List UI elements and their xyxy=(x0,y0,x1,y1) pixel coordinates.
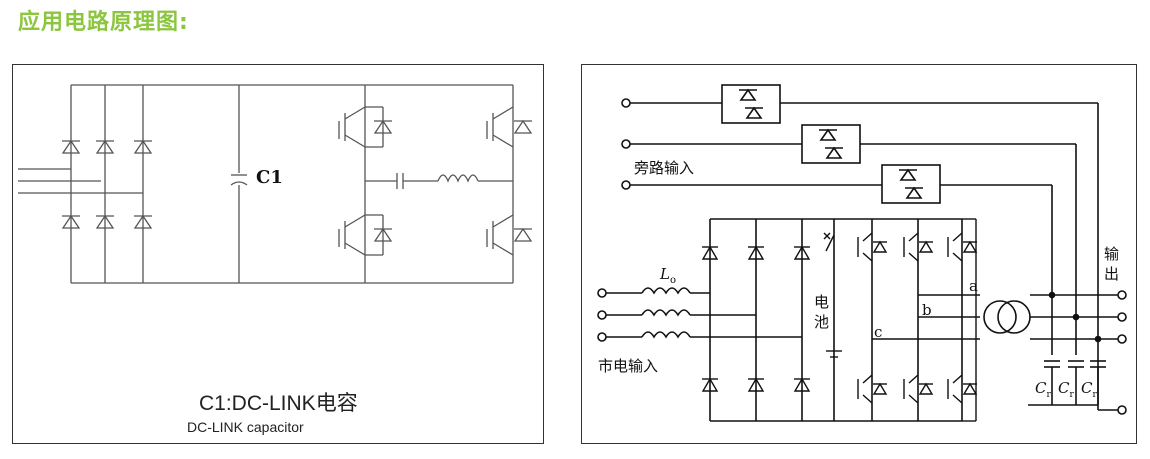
ups-circuit-diagram xyxy=(597,84,1127,422)
node-c-label: c xyxy=(874,323,883,341)
rectifier-diodes xyxy=(61,139,153,229)
capacitor-label: C1 xyxy=(256,167,283,188)
output-label-1: 输 xyxy=(1104,245,1120,263)
page-title: 应用电路原理图: xyxy=(18,10,189,35)
cr-label-3: Cr xyxy=(1081,379,1097,400)
igbt-top-left xyxy=(338,106,393,148)
dc-link-circuit-diagram xyxy=(18,84,533,284)
cr-label-2: Cr xyxy=(1058,379,1074,400)
cr-label-1: Cr xyxy=(1035,379,1051,400)
node-a-label: a xyxy=(969,277,978,295)
igbt-top-right xyxy=(486,106,533,148)
bypass-input-label: 旁路输入 xyxy=(634,159,695,177)
caption-subtitle: DC-LINK capacitor xyxy=(187,419,304,435)
inductor-label: Lo xyxy=(660,265,676,286)
battery-label-1: 电 xyxy=(814,293,830,311)
dc-link-circuit-panel: C1 C1:DC-LINK电容 DC-LINK capacitor xyxy=(12,64,544,444)
ups-circuit-panel: 旁路输入 市电输入 输 出 电 池 Lo a b c Cr Cr Cr xyxy=(581,64,1137,444)
mains-input-label: 市电输入 xyxy=(598,357,659,375)
node-b-label: b xyxy=(922,301,932,319)
battery-label-2: 池 xyxy=(814,313,830,331)
output-label-2: 出 xyxy=(1104,265,1120,283)
igbt-bottom-right xyxy=(486,214,533,256)
caption-title: C1:DC-LINK电容 xyxy=(199,392,358,415)
igbt-bottom-left xyxy=(338,214,393,256)
